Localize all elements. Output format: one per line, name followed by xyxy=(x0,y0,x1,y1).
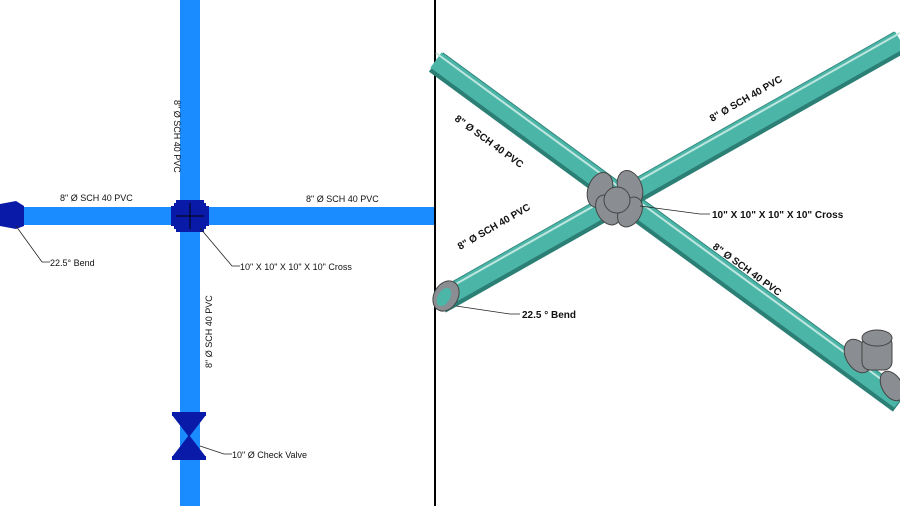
iso-pipe-diagonal-down xyxy=(428,52,900,412)
iso-view: 8" Ø SCH 40 PVC 8" Ø SCH 40 PVC 8" Ø SCH… xyxy=(428,31,900,412)
plan-valve-leader xyxy=(199,445,232,455)
iso-bend-leader xyxy=(455,305,520,315)
iso-check-valve xyxy=(843,329,900,402)
plan-cross-fitting xyxy=(171,200,209,232)
iso-cross-leader xyxy=(639,205,710,215)
iso-bend-fitting xyxy=(432,280,460,312)
plan-label-pipe-right: 8" Ø SCH 40 PVC xyxy=(306,194,379,204)
iso-cross-fitting xyxy=(586,170,644,228)
plan-label-check-valve: 10" Ø Check Valve xyxy=(232,450,307,460)
iso-label-cross: 10" X 10" X 10" X 10" Cross xyxy=(712,210,844,221)
plan-bend-fitting xyxy=(0,201,24,229)
plan-pipe-vertical xyxy=(180,0,200,506)
plan-view: 8" Ø SCH 40 PVC 8" Ø SCH 40 PVC 8" Ø SCH… xyxy=(0,0,434,506)
plan-bend-leader xyxy=(15,225,50,263)
plan-label-pipe-bottom: 8" Ø SCH 40 PVC xyxy=(204,295,214,368)
plan-cross-leader xyxy=(199,227,240,267)
plan-label-pipe-top: 8" Ø SCH 40 PVC xyxy=(172,100,182,173)
iso-pipe-diagonal-up xyxy=(434,31,900,313)
plan-label-pipe-left: 8" Ø SCH 40 PVC xyxy=(60,193,133,203)
iso-label-bend: 22.5 ° Bend xyxy=(522,310,576,321)
plan-label-cross: 10" X 10" X 10" X 10" Cross xyxy=(240,262,352,272)
plan-pipe-horizontal xyxy=(10,207,434,225)
plan-check-valve xyxy=(172,412,206,460)
plan-label-bend: 22.5° Bend xyxy=(50,258,95,268)
